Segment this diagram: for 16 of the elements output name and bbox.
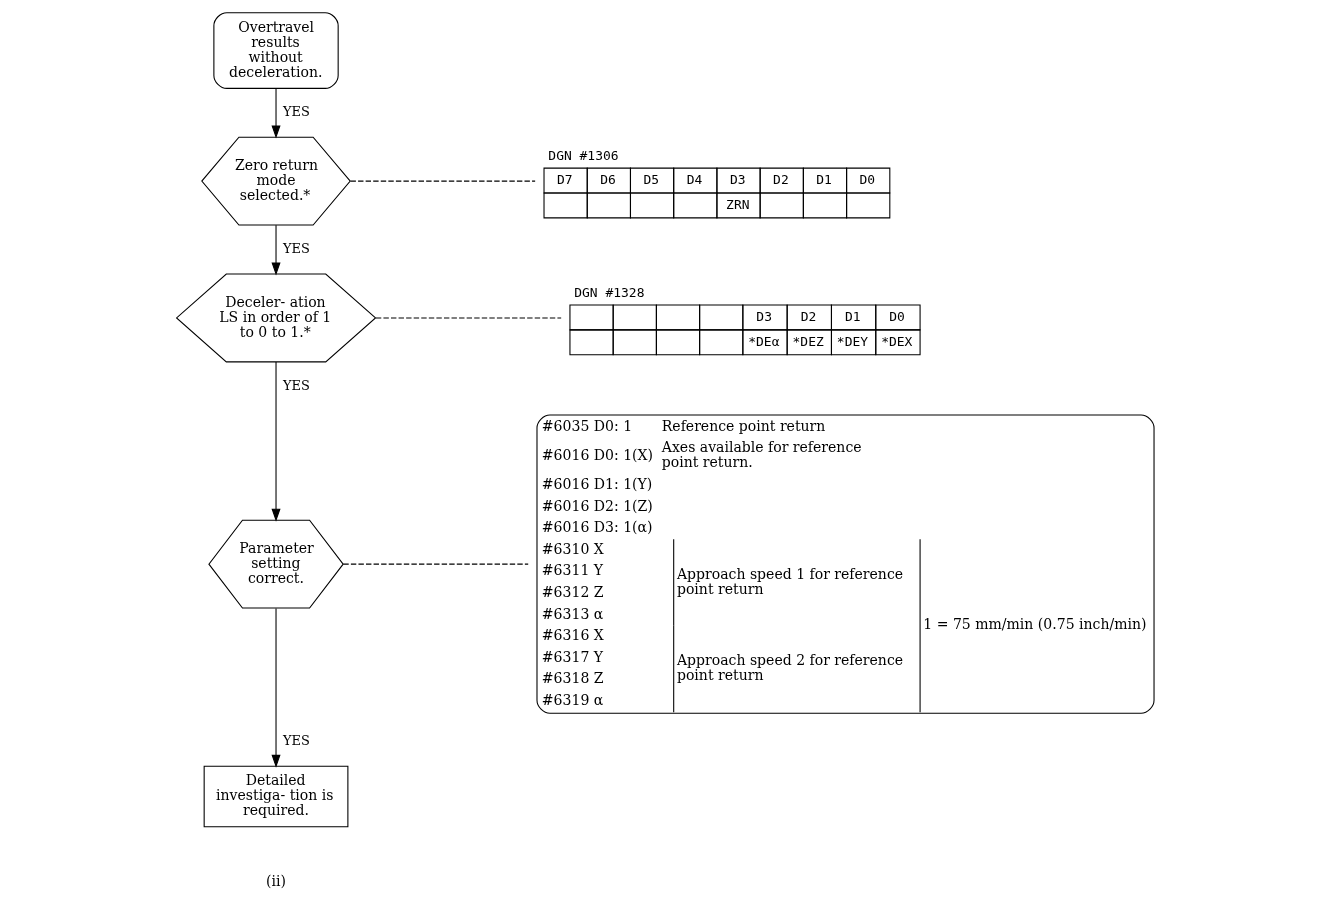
connector: [342, 563, 529, 565]
arrow: [271, 87, 281, 139]
edge-label: YES: [283, 377, 310, 393]
node-label: DGN #1328: [574, 284, 645, 300]
edge-label: YES: [283, 240, 310, 256]
node-label: DGN #1306: [548, 148, 619, 164]
label: (ii): [266, 872, 286, 889]
connector: [349, 180, 536, 182]
arrow: [271, 607, 281, 768]
connector: [375, 317, 562, 319]
edge-label: YES: [283, 104, 310, 120]
node-box: Overtravel results without deceleration.: [213, 12, 339, 89]
node-box: Detailed investiga- tion is required.: [203, 765, 349, 828]
arrow: [271, 224, 281, 276]
arrow: [271, 361, 281, 522]
edge-label: YES: [283, 733, 310, 749]
